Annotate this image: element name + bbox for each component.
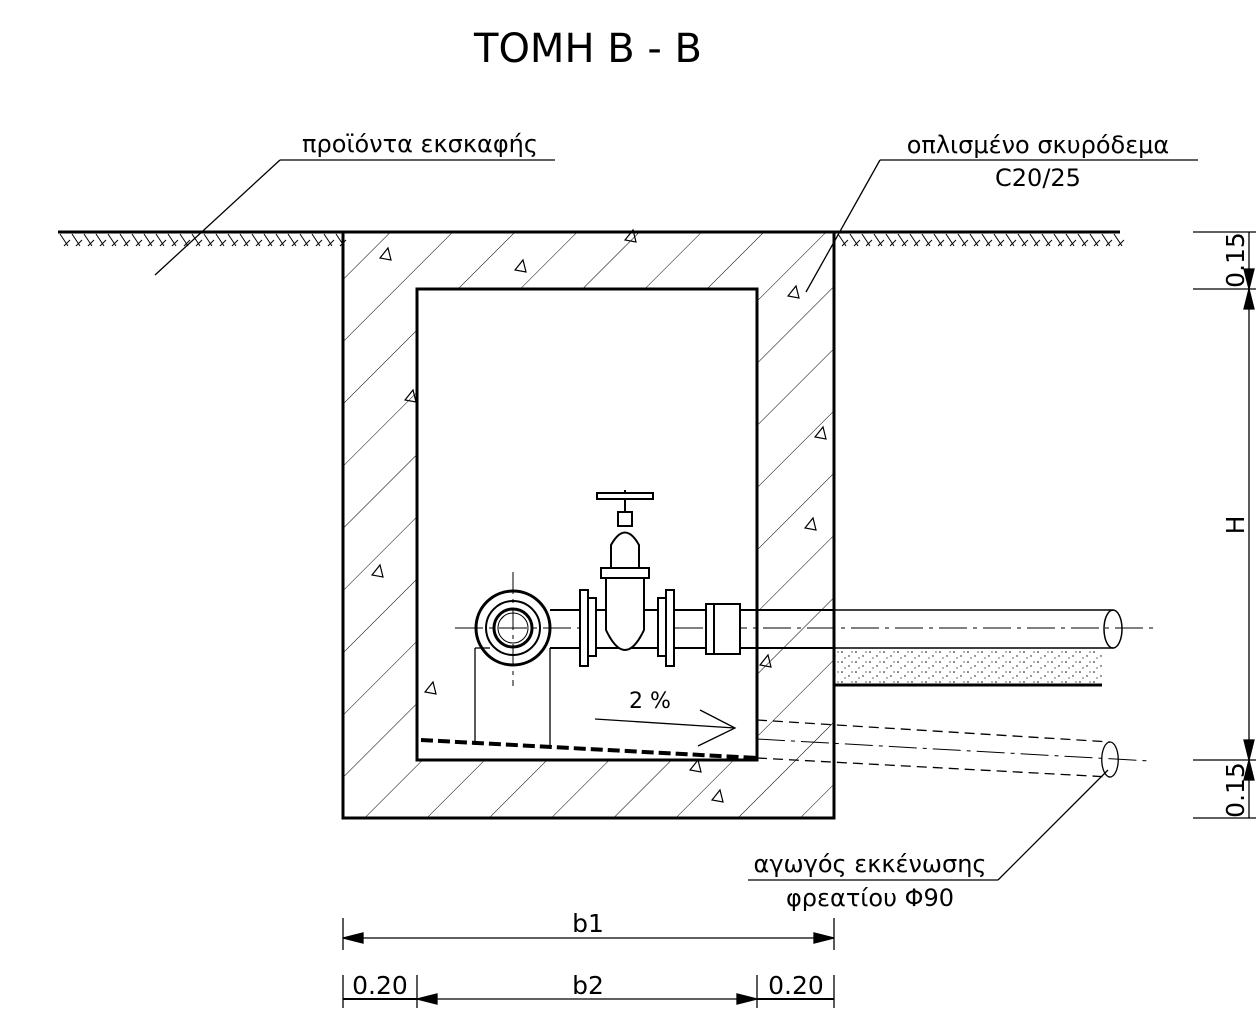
dimension-b2-chain — [342, 975, 835, 1008]
dimension-slab-bottom-label: 0.15 — [1221, 762, 1250, 818]
dimension-height-label: H — [1221, 516, 1250, 535]
concrete-label: οπλισμένο σκυρόδεμα — [907, 131, 1170, 159]
dimension-wall-right-label: 0.20 — [768, 971, 824, 1000]
excavation-label: προϊόντα εκσκαφής — [302, 130, 538, 158]
dimension-b1 — [342, 918, 835, 950]
ground-surface — [58, 230, 1125, 247]
drain-size-label: φρεατίου Φ90 — [786, 884, 954, 912]
drawing-title: ΤΟΜΗ Β - Β — [473, 26, 702, 72]
dimension-b1-label: b1 — [572, 909, 604, 938]
drain-label: αγωγός εκκένωσης — [754, 850, 987, 878]
pipe-outlet — [657, 589, 834, 667]
supply-pipe — [834, 609, 1123, 649]
dimension-b2-label: b2 — [572, 971, 604, 1000]
concrete-walls — [341, 228, 836, 820]
dimension-vertical — [1193, 231, 1256, 819]
drain-pipe — [756, 719, 1151, 778]
dimension-slab-top-label: 0.15 — [1221, 232, 1250, 288]
concrete-leader — [805, 159, 1198, 293]
slope-label: 2 % — [629, 689, 671, 714]
dimension-wall-left-label: 0.20 — [352, 971, 408, 1000]
tee-fitting — [474, 572, 552, 686]
concrete-grade-label: C20/25 — [995, 164, 1081, 192]
gate-valve — [595, 490, 659, 651]
sand-bedding — [834, 648, 1102, 687]
drain-leader — [748, 769, 1109, 881]
excavation-leader — [154, 159, 555, 276]
floor-slope-line — [420, 738, 758, 760]
slope-arrow — [594, 709, 737, 747]
